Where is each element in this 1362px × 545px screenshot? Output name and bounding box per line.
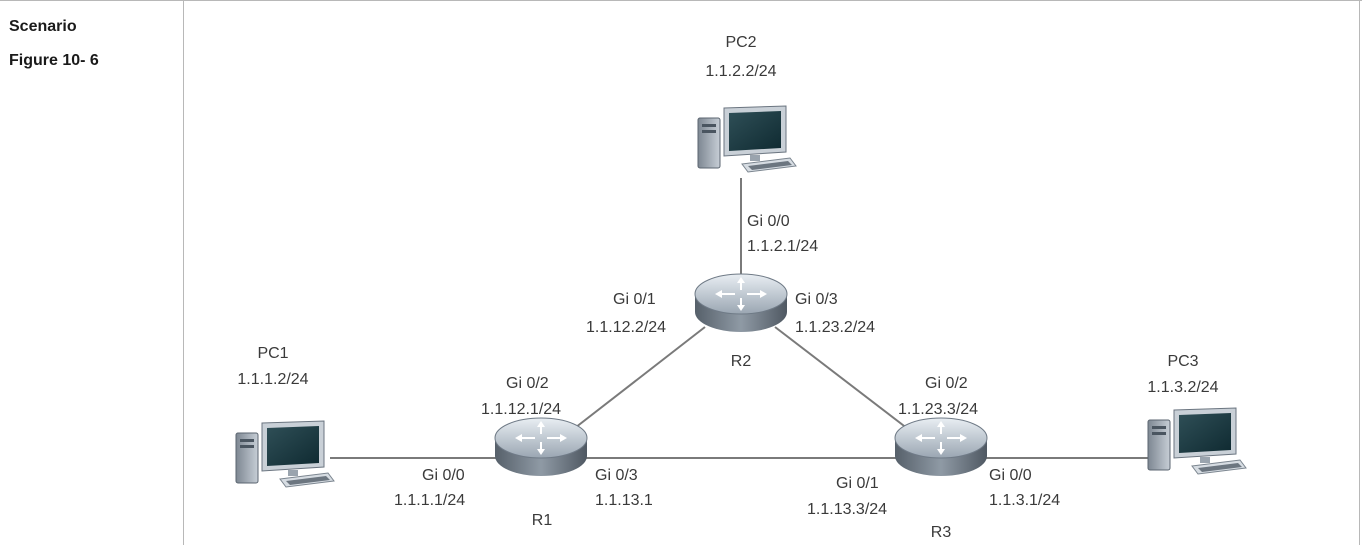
pc3-name: PC3: [1167, 353, 1198, 370]
pc3-computer-icon: [1147, 407, 1247, 475]
r1-gi00-ip: 1.1.1.1/24: [394, 492, 465, 509]
r3-gi01-port: Gi 0/1: [836, 475, 879, 492]
table-right-border: [1359, 0, 1360, 545]
r1-gi02-ip: 1.1.12.1/24: [481, 401, 561, 418]
link-r2-r3: [774, 326, 913, 433]
pc2-name: PC2: [725, 34, 756, 51]
pc2-computer-icon: [697, 105, 797, 173]
label-column: Scenario Figure 10- 6: [0, 0, 184, 545]
scenario-label: Scenario: [9, 18, 77, 35]
r1-gi03-ip: 1.1.13.1: [595, 492, 653, 509]
pc1-ip: 1.1.1.2/24: [237, 371, 308, 388]
r3-gi00-ip: 1.1.3.1/24: [989, 492, 1060, 509]
r1-gi03-port: Gi 0/3: [595, 467, 638, 484]
r2-gi03-ip: 1.1.23.2/24: [795, 319, 875, 336]
r2-name: R2: [731, 353, 752, 370]
figure-label: Figure 10- 6: [9, 52, 99, 69]
r1-gi00-port: Gi 0/0: [422, 467, 465, 484]
table-top-border: [0, 0, 1362, 1]
link-r1-r2: [570, 326, 706, 432]
r3-gi01-ip: 1.1.13.3/24: [807, 501, 887, 518]
r2-gi01-port: Gi 0/1: [613, 291, 656, 308]
r2-gi00-port: Gi 0/0: [747, 213, 790, 230]
pc2-ip: 1.1.2.2/24: [705, 63, 776, 80]
r3-gi00-port: Gi 0/0: [989, 467, 1032, 484]
r2-gi00-ip: 1.1.2.1/24: [747, 238, 818, 255]
r3-name: R3: [931, 524, 952, 541]
r1-name: R1: [532, 512, 553, 529]
r1-router-icon: [494, 417, 588, 477]
pc1-name: PC1: [257, 345, 288, 362]
r3-gi02-port: Gi 0/2: [925, 375, 968, 392]
r1-gi02-port: Gi 0/2: [506, 375, 549, 392]
links: [330, 178, 1148, 459]
r3-router-icon: [894, 417, 988, 477]
pc3-ip: 1.1.3.2/24: [1147, 379, 1218, 396]
r2-router-icon: [694, 273, 788, 333]
pc1-computer-icon: [235, 420, 335, 488]
r2-gi01-ip: 1.1.12.2/24: [586, 319, 666, 336]
r3-gi02-ip: 1.1.23.3/24: [898, 401, 978, 418]
r2-gi03-port: Gi 0/3: [795, 291, 838, 308]
